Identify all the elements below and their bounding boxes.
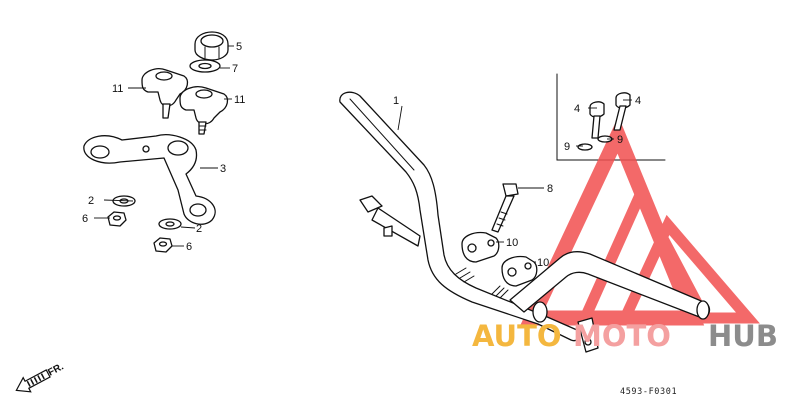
callout-10: 10: [537, 257, 549, 269]
nut-part-6-upper: [107, 211, 127, 227]
arrow-left-icon: [15, 369, 51, 393]
callout-9: 9: [564, 141, 570, 153]
handlebar-knurl: [455, 267, 509, 299]
callout-8: 8: [547, 183, 553, 195]
upper-holder-left: [141, 68, 189, 119]
callout-numbers: 1 2 2 3 4 4 5 6 6 7 8 9 9 10 10 11 11: [82, 41, 641, 269]
bolt-part-8: [491, 183, 519, 233]
direction-label: FR.: [46, 361, 66, 378]
leader-lines: [94, 45, 632, 263]
callout-6: 6: [82, 213, 88, 225]
callout-4: 4: [574, 103, 580, 115]
mounting-bracket: [83, 134, 216, 225]
front-direction-indicator: FR.: [15, 361, 66, 393]
upper-holder-right: [179, 86, 229, 135]
watermark-auto: AUTO: [472, 319, 562, 353]
washer-part-2-lower: [158, 218, 182, 230]
bolt-part-4-right: [613, 92, 631, 131]
bolt-part-4-left: [589, 101, 605, 139]
diagram-code: 4593-F0301: [620, 387, 677, 397]
washer-part-9-left: [577, 143, 593, 151]
callout-9: 9: [617, 134, 623, 146]
watermark-moto: MOTO: [573, 319, 671, 353]
callout-2: 2: [196, 223, 202, 235]
handlebar: [339, 91, 711, 353]
cap-nut: [194, 31, 229, 61]
callout-6: 6: [186, 241, 192, 253]
handlebar-holder-lower: [501, 255, 538, 287]
washer-part-7: [189, 59, 221, 73]
callout-7: 7: [232, 63, 238, 75]
watermark-logo: [520, 116, 760, 326]
watermark-text: AUTO MOTO HUB: [472, 319, 778, 353]
callout-1: 1: [393, 95, 399, 107]
callout-10: 10: [506, 237, 518, 249]
handlebar-holder-upper: [461, 231, 500, 263]
callout-11: 11: [112, 83, 123, 95]
callout-5: 5: [236, 41, 242, 53]
watermark-hub: HUB: [708, 319, 778, 353]
callout-2: 2: [88, 195, 94, 207]
callout-11: 11: [234, 94, 245, 106]
nut-part-6-lower: [153, 237, 173, 253]
callout-4: 4: [635, 95, 641, 107]
callout-3: 3: [220, 163, 226, 175]
